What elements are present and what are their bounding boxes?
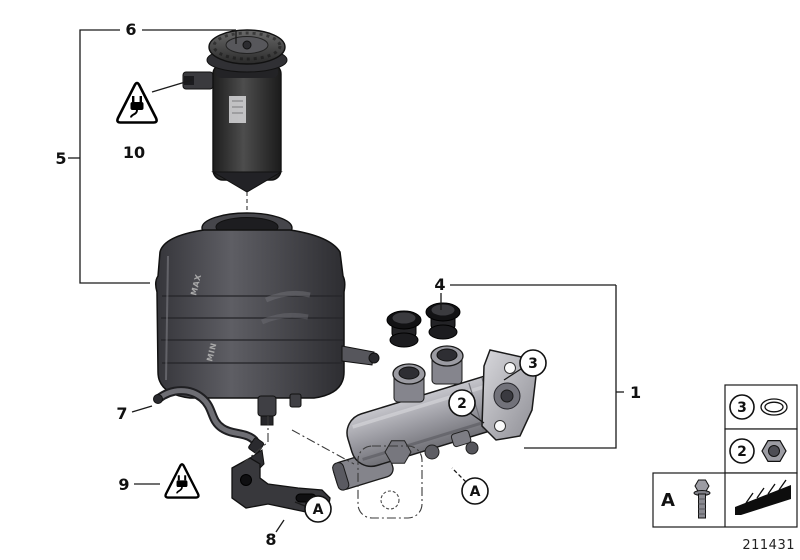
o-ring-graphic [760, 398, 788, 416]
grommet-right [425, 302, 461, 340]
svg-text:3: 3 [528, 356, 538, 372]
reservoir-port-front [392, 363, 426, 403]
master-cylinder-body [332, 345, 537, 519]
sealing-grommets [386, 302, 461, 348]
grommet-left [386, 310, 422, 348]
callout-3[interactable]: 3 [519, 349, 547, 377]
svg-text:A: A [661, 490, 675, 511]
mounting-bracket [231, 449, 331, 513]
legend-item-bolt[interactable]: A [661, 479, 791, 519]
callout-a-bracket[interactable]: A [304, 495, 332, 523]
assembly-centerlines [239, 416, 355, 467]
reservoir-port-rear [430, 345, 464, 385]
callout-10[interactable]: 10 [123, 143, 145, 162]
filler-cap [206, 29, 288, 73]
callout-4[interactable]: 4 [434, 275, 445, 294]
bolt-graphic [693, 479, 711, 519]
leader-lines [68, 29, 624, 533]
mounting-flange [481, 349, 537, 441]
callout-1[interactable]: 1 [630, 383, 641, 402]
reservoir-tank: MAX MIN [154, 212, 380, 426]
reservoir-min-mark: MIN [205, 342, 218, 363]
callout-8[interactable]: 8 [265, 530, 276, 549]
svg-text:2: 2 [457, 396, 467, 412]
warning-plug-icon-top [116, 81, 158, 124]
callout-5[interactable]: 5 [55, 149, 66, 168]
doc-number: 211431 [742, 538, 795, 553]
callout-a-cylinder[interactable]: A [461, 477, 489, 505]
svg-text:2: 2 [737, 444, 747, 460]
legend-item-nut[interactable]: 2 [729, 438, 787, 464]
callout-2[interactable]: 2 [448, 389, 476, 417]
svg-text:A: A [470, 484, 481, 500]
legend-box: 3 2 A [652, 384, 798, 528]
callout-7[interactable]: 7 [116, 404, 127, 423]
wedge-direction-symbol [735, 479, 791, 515]
hex-nut-graphic [761, 440, 787, 462]
callout-6[interactable]: 6 [125, 20, 136, 39]
hose-pipe [153, 386, 265, 454]
callout-9[interactable]: 9 [118, 475, 129, 494]
svg-text:3: 3 [737, 400, 747, 416]
legend-item-oring[interactable]: 3 [729, 394, 788, 420]
svg-text:A: A [313, 502, 324, 518]
pump-motor-unit [182, 29, 288, 214]
warning-plug-icon-bottom [164, 463, 200, 499]
